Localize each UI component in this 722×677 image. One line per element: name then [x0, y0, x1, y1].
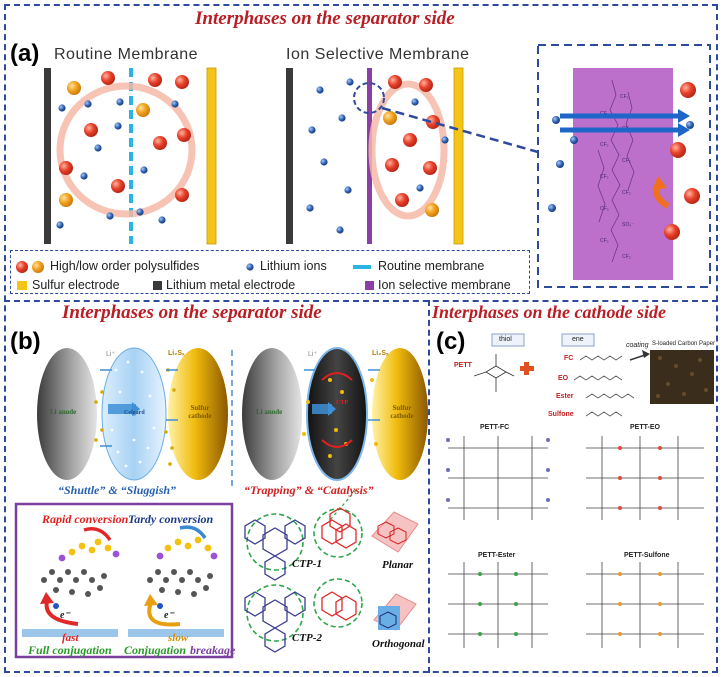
legend-sulfur-electrode: Sulfur electrode	[32, 278, 120, 292]
sulfur-chain-right	[164, 536, 212, 552]
polymer-chain	[597, 79, 635, 263]
figure-frame	[4, 4, 718, 673]
zoom-lithium-ions	[548, 116, 694, 212]
divider-horizontal	[4, 300, 718, 302]
pett-eo-label: PETT-EO	[630, 424, 660, 431]
full-conjugation: Full conjugation	[28, 643, 112, 657]
routine-membrane-label: Routine Membrane	[54, 46, 199, 63]
pett-sulfone-label: PETT-Sulfone	[624, 552, 670, 559]
network-fc	[448, 436, 548, 520]
legend-lithium-metal: Lithium metal electrode	[166, 278, 296, 292]
svg-text:CF₂: CF₂	[622, 254, 631, 260]
legend-box	[10, 250, 530, 294]
ester-label: Ester	[556, 393, 574, 400]
network-ester	[448, 562, 548, 648]
svg-text:CF₂: CF₂	[600, 238, 609, 244]
tardy-conversion: Tardy conversion	[128, 512, 214, 526]
panel-a-letter: (a)	[10, 40, 40, 67]
sulfur-electrode-right	[453, 67, 464, 245]
svg-text:CF₂: CF₂	[622, 190, 631, 196]
legend-swatches	[16, 261, 374, 290]
selective-membrane-label: Ion Selective Membrane	[286, 46, 470, 63]
conjugation-label: Conjugation	[124, 643, 187, 657]
eo-label: EO	[558, 375, 569, 382]
lithium-ions-left	[56, 98, 179, 229]
svg-text:SO₃⁻: SO₃⁻	[622, 222, 634, 228]
electron-left: e⁻	[60, 610, 70, 621]
li-anode-right: Li anode	[256, 408, 283, 416]
sulfone-label: Sulfone	[548, 411, 574, 418]
zoom-membrane	[573, 68, 673, 280]
panel-b-diagram	[14, 347, 428, 659]
svg-text:CF₂: CF₂	[622, 158, 631, 164]
shuttle-caption: “Shuttle” & “Sluggish”	[58, 483, 177, 497]
ion-pass-arrows	[560, 109, 690, 137]
sulfur-electrode-left	[206, 67, 217, 245]
zoom-box	[537, 44, 711, 288]
pett-fc-label: PETT-FC	[480, 424, 510, 431]
svg-text:CF₂: CF₂	[620, 94, 629, 100]
fast-label: fast	[62, 632, 79, 644]
legend-lithium-ions: Lithium ions	[260, 259, 327, 273]
svg-text:CF₂: CF₂	[600, 174, 609, 180]
thiol-label: thiol	[499, 336, 512, 343]
ene-label: ene	[572, 336, 584, 343]
legend-ion-selective: Ion selective membrane	[378, 278, 511, 292]
legend-routine-membrane: Routine membrane	[378, 259, 485, 273]
lisx-right: Li₂Sₓ	[372, 350, 389, 357]
slow-label: slow	[168, 632, 189, 644]
coating-label: coating	[626, 342, 649, 349]
li-plus-left: Li⁺	[106, 351, 116, 358]
li-anode-left: Li anode	[50, 408, 77, 416]
fc-label: FC	[564, 355, 574, 362]
shuttle-loop-left	[56, 82, 196, 218]
shuttle-loop-right	[368, 80, 448, 220]
trapping-caption: “Trapping” & “Catalysis”	[244, 483, 374, 497]
molecule-right	[147, 569, 213, 597]
polysulfides-left	[59, 71, 191, 207]
divider-vertical	[428, 300, 430, 673]
carbon-paper-label: S-loaded Carbon Paper	[652, 341, 716, 347]
orthogonal-label: Orthogonal	[372, 638, 425, 650]
polysulfides-right	[383, 75, 440, 217]
breakage-label: breakage	[190, 643, 236, 657]
rapid-conversion: Rapid conversion	[42, 512, 129, 526]
sulfur-cathode-left: Sulfur cathode	[188, 404, 212, 420]
electron-right: e⁻	[164, 610, 174, 621]
zoom-polysulfides	[664, 82, 700, 240]
sulfur-chain-left	[68, 538, 112, 556]
panel-a-title: Interphases on the separator side	[195, 8, 455, 29]
svg-text:CF₂: CF₂	[600, 142, 609, 148]
pett-label: PETT	[454, 362, 472, 369]
planar-label: Planar	[382, 559, 414, 571]
svg-text:CF₃: CF₃	[600, 206, 609, 212]
legend-polysulfides: High/low order polysulfides	[50, 259, 200, 273]
lisx-left: Li₂Sₓ	[168, 350, 185, 357]
lithium-electrode-left	[44, 68, 51, 244]
panel-c-title: Interphases on the cathode side	[432, 302, 667, 322]
sulfur-cathode-right: Sulfur cathode	[390, 404, 414, 420]
network-eo	[586, 436, 704, 520]
celgard-label: Celgard	[124, 410, 145, 416]
ctp2-label: CTP-2	[292, 632, 322, 644]
ctp-label: CTP	[336, 400, 348, 406]
network-sulfone	[586, 562, 704, 648]
pett-ester-label: PETT-Ester	[478, 552, 516, 559]
li-plus-right: Li⁺	[308, 351, 318, 358]
ctp1-label: CTP-1	[292, 558, 322, 570]
molecule-left	[41, 569, 107, 597]
zoom-circle	[353, 82, 385, 114]
panel-b-title: Interphases on the separator side	[62, 302, 322, 323]
panel-b-letter: (b)	[10, 328, 41, 355]
lithium-ions-right	[306, 78, 449, 234]
panel-c-letter: (c)	[436, 328, 466, 355]
lithium-electrode-right	[286, 68, 293, 244]
